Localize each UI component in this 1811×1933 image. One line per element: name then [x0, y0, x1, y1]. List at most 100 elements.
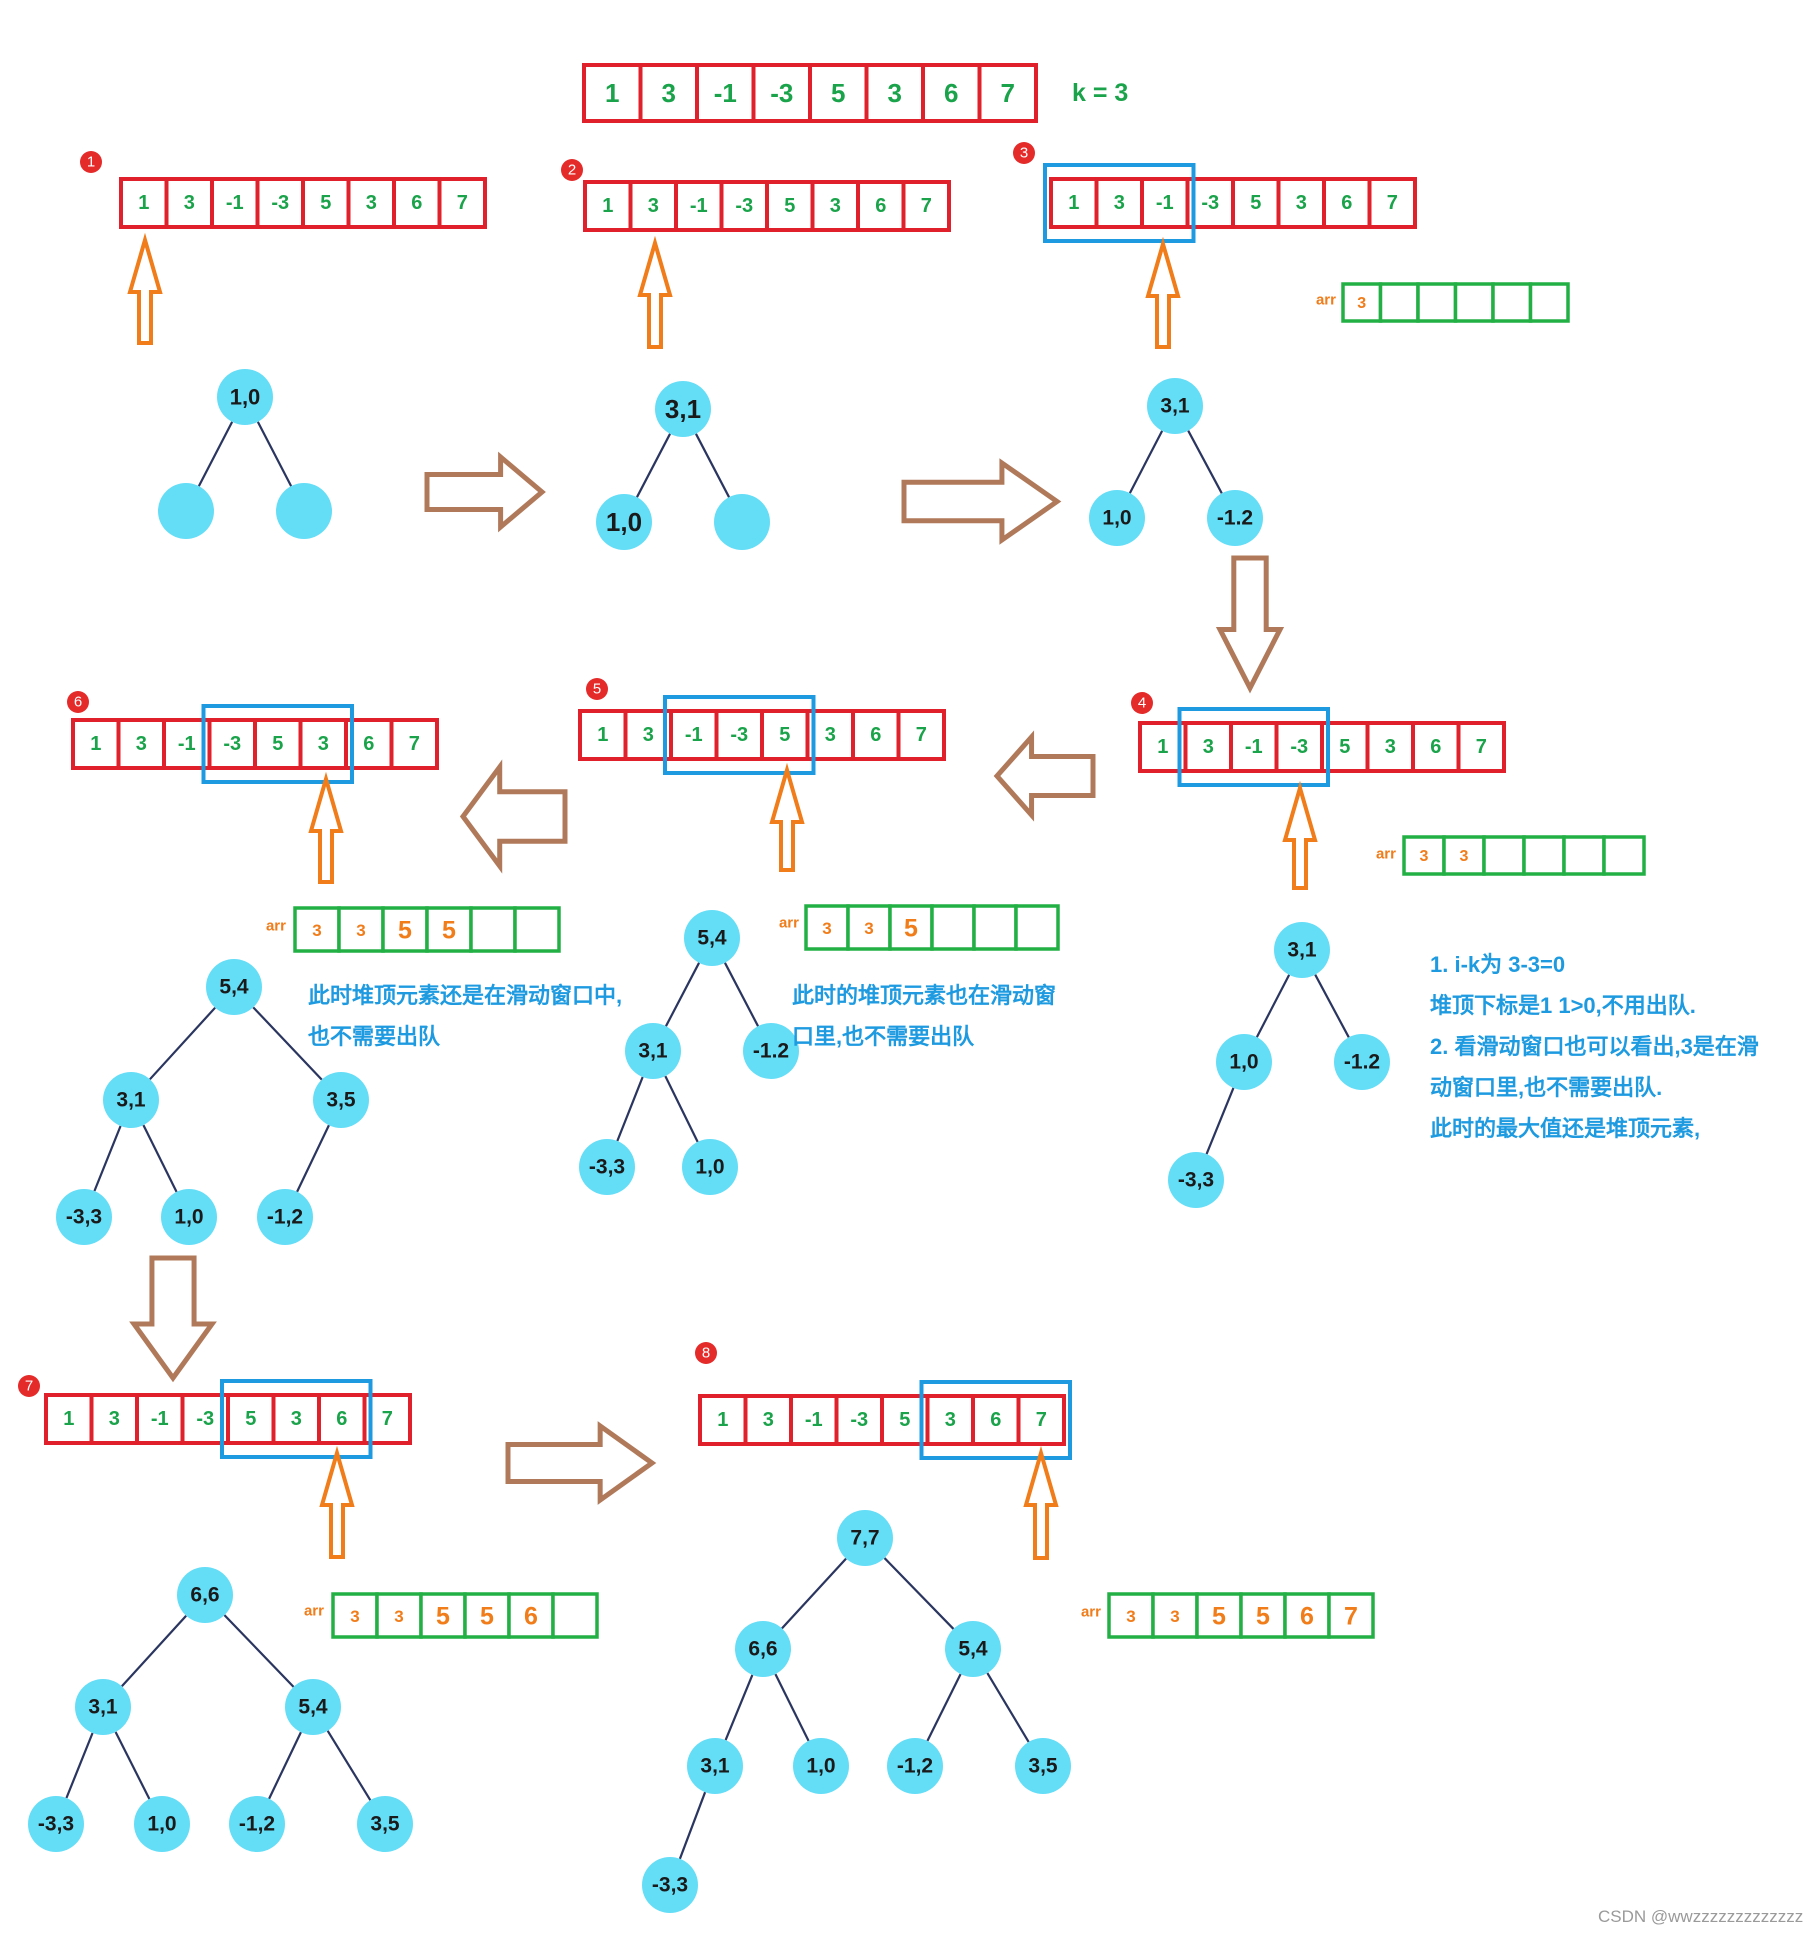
step4-array-cell	[1274, 721, 1324, 773]
window-layer	[201, 163, 1330, 1460]
heap-node-label: 3,1	[1160, 395, 1190, 418]
step1-array-cell-value: 7	[457, 192, 468, 214]
explanation-note-step4: 1. i-k为 3-3=0	[1430, 952, 1565, 977]
current-index-pointer-arrow	[1023, 1445, 1059, 1560]
sliding-window-box	[1177, 707, 1330, 787]
step6-array-cell-value: 1	[90, 733, 101, 755]
explanation-note-step4: 此时的最大值还是堆顶元素,	[1430, 1116, 1700, 1141]
arr-cell	[846, 904, 892, 951]
current-index-pointer-arrow	[127, 232, 163, 345]
step3-array-cell-value: 3	[1296, 192, 1307, 214]
top-array-cell-value: 7	[1001, 78, 1015, 108]
heap-edge	[256, 421, 293, 487]
arr-cell	[375, 1592, 423, 1639]
step1-array-cell	[119, 177, 169, 229]
heap-edge	[724, 1674, 754, 1741]
heap-edge	[616, 1076, 644, 1142]
current-index-pointer-arrow	[769, 762, 805, 872]
top-array-cell	[695, 63, 756, 123]
step5-array-cell	[896, 709, 946, 761]
current-index-pointer-arrow	[1282, 780, 1318, 890]
heap-node	[1334, 1034, 1390, 1090]
heap-node-label: 5,4	[958, 1638, 988, 1661]
flow-arrow-right	[901, 458, 1062, 545]
explanation-note-step4: 动窗口里,也不需要出队.	[1430, 1075, 1662, 1100]
step7-array-cell	[226, 1393, 276, 1445]
heap-edge	[883, 1557, 955, 1630]
heap-edge	[142, 1124, 178, 1193]
flow-arrow-layer	[129, 451, 1285, 1505]
top-array-cell-value: 6	[944, 78, 958, 108]
arr-cell	[1341, 282, 1383, 323]
heap-node	[793, 1738, 849, 1794]
heap-node-label: 6,6	[190, 1584, 219, 1607]
step1-array-cell-value: 3	[366, 192, 377, 214]
step6-array-cell-value: 7	[409, 733, 420, 755]
step5-array-cell	[760, 709, 810, 761]
step-badge-number: 6	[74, 694, 82, 711]
sliding-window-box	[919, 1380, 1072, 1460]
heap-node-label: -3,3	[66, 1206, 102, 1229]
arr-cell	[331, 1592, 379, 1639]
heap-node-label: 1,0	[147, 1813, 176, 1836]
heap-edge	[664, 962, 701, 1027]
heap-node	[313, 1072, 369, 1128]
step4-array-cell-value: 3	[1203, 736, 1214, 758]
sliding-window-box	[201, 704, 354, 784]
step8-array-cell	[743, 1394, 793, 1446]
heap-node-label: 3,1	[638, 1040, 668, 1063]
heap-node	[596, 494, 652, 550]
heap-node	[579, 1139, 635, 1195]
heap-node	[1216, 1034, 1272, 1090]
arr-cell	[888, 904, 934, 951]
flow-arrow-down	[129, 1255, 217, 1383]
heap-node	[945, 1621, 1001, 1677]
current-index-pointer-arrow	[319, 1445, 355, 1559]
explanation-note-step4: 堆顶下标是1 1>0,不用出队.	[1430, 993, 1696, 1018]
heap-edge	[65, 1732, 94, 1799]
heap-node	[158, 483, 214, 539]
top-array-cell-value: -1	[714, 78, 737, 108]
step7-array-cell-value: -1	[151, 1408, 169, 1430]
step-badge	[1131, 692, 1153, 714]
arr-cell	[1327, 1592, 1375, 1639]
arr-label: arr	[304, 1603, 324, 1620]
step-badge	[586, 678, 608, 700]
heap-node-label: 1,0	[695, 1156, 724, 1179]
step2-array-cell	[765, 180, 815, 232]
heap-node	[56, 1189, 112, 1245]
heap-node	[229, 1796, 285, 1852]
heap-node	[75, 1679, 131, 1735]
step8-array-cell-value: 6	[990, 1409, 1001, 1431]
step1-array-cell-value: 3	[184, 192, 195, 214]
arr-cell	[507, 1592, 555, 1639]
heap-edge	[326, 1730, 372, 1801]
step-badge-number: 8	[702, 1345, 710, 1362]
arr-cell	[513, 906, 561, 953]
arr-label: arr	[1081, 1604, 1101, 1621]
heap-node	[642, 1857, 698, 1913]
arr-label: arr	[779, 915, 799, 932]
heap-node	[625, 1023, 681, 1079]
arr-cell	[1402, 835, 1446, 876]
step2-array-cell-value: 6	[875, 195, 886, 217]
sliding-window-box	[1043, 163, 1196, 243]
step5-array-cell-value: -3	[730, 724, 748, 746]
heap-node	[257, 1189, 313, 1245]
arr-value: 3	[1170, 1607, 1179, 1626]
k-label: k = 3	[1072, 79, 1128, 107]
heap-edge	[252, 1006, 323, 1081]
step1-array-cell-value: 5	[320, 192, 331, 214]
arr-value: 5	[480, 1603, 494, 1631]
step6-array-cell-value: 5	[272, 733, 283, 755]
step4-array-cell-value: 6	[1430, 736, 1441, 758]
step1-array-cell-value: -1	[226, 192, 244, 214]
step-badge	[695, 1342, 717, 1364]
heap-node	[687, 1738, 743, 1794]
sliding-window-box	[663, 695, 816, 775]
step2-array-cell	[674, 180, 724, 232]
step3-array-cell-value: 7	[1387, 192, 1398, 214]
